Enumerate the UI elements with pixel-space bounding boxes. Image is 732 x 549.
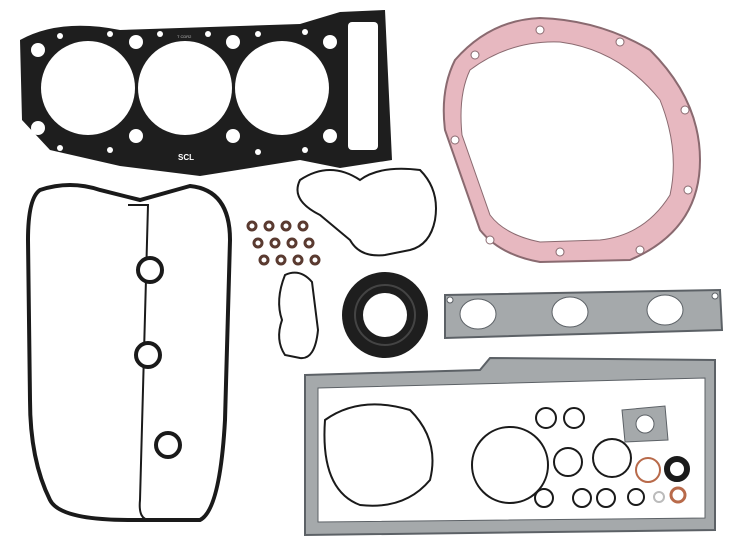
small-gray-gasket	[621, 405, 669, 443]
oil-pan-gasket	[304, 356, 716, 537]
water-pump-gasket	[296, 167, 437, 257]
crankcase-cover-gasket	[442, 16, 702, 264]
oil-seal	[342, 272, 428, 358]
small-black-gasket	[278, 271, 320, 360]
manifold-gasket	[444, 288, 724, 340]
cylinder-head-gasket: SCL T CDR2	[20, 10, 392, 176]
svg-text:T CDR2: T CDR2	[177, 34, 192, 39]
valve-stem-seals	[246, 220, 321, 266]
svg-text:SCL: SCL	[178, 153, 194, 162]
valve-cover-gasket	[25, 183, 233, 522]
o-rings	[323, 403, 690, 508]
